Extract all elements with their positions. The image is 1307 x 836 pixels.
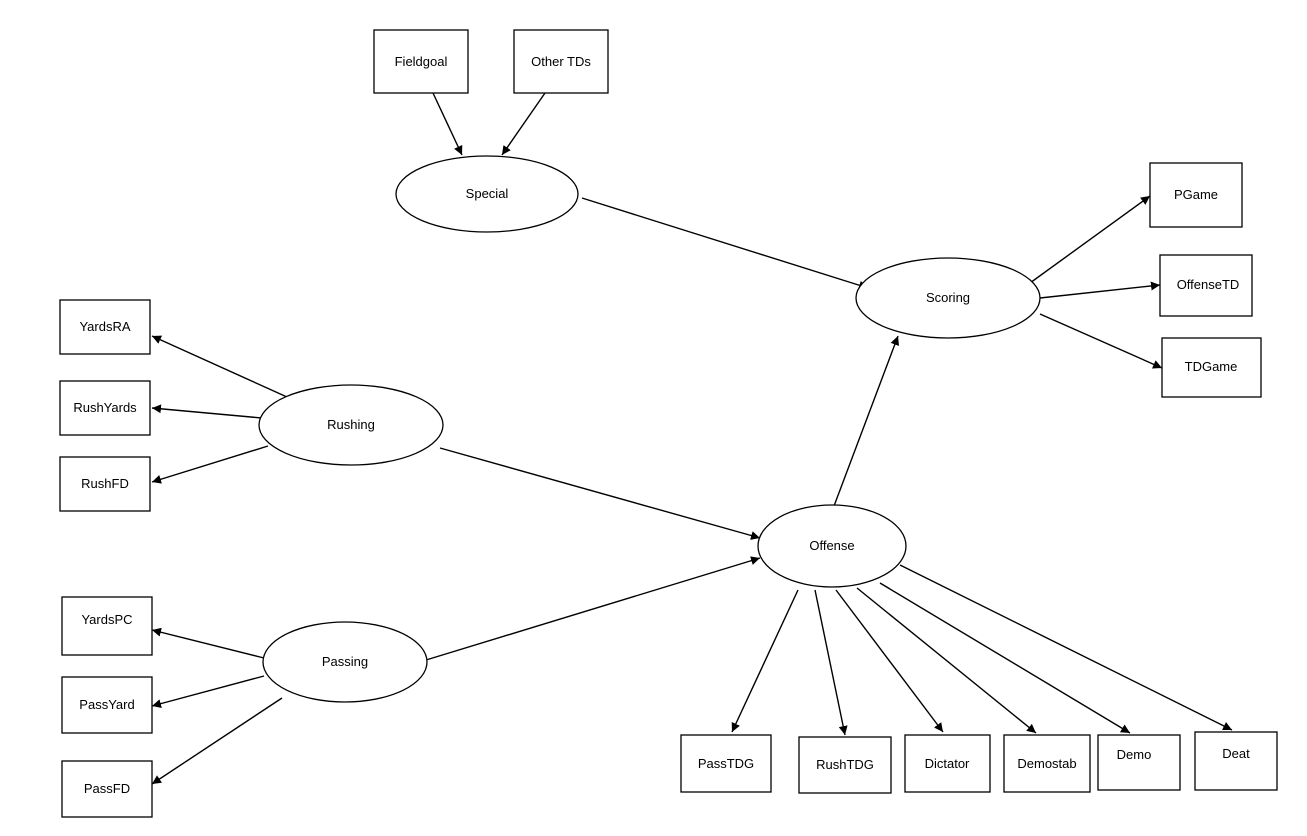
node-deat: Deat bbox=[1194, 731, 1278, 791]
edge-offense-deat bbox=[899, 564, 1233, 731]
edge-passing-passyard bbox=[151, 675, 265, 709]
node-demo-label: Demo bbox=[1117, 747, 1152, 762]
node-other-tds-label: Other TDs bbox=[531, 54, 591, 69]
edge-rushing-yardsra bbox=[151, 335, 288, 398]
edge-scoring-pgame bbox=[1029, 195, 1151, 284]
node-passfd-label: PassFD bbox=[84, 781, 130, 796]
node-yardsra: YardsRA bbox=[59, 299, 151, 355]
node-other-tds: Other TDs bbox=[513, 29, 609, 94]
node-demo: Demo bbox=[1097, 734, 1181, 791]
node-yardsra-label: YardsRA bbox=[79, 319, 130, 334]
node-offensetd: OffenseTD bbox=[1159, 254, 1253, 317]
node-passfd: PassFD bbox=[61, 760, 153, 818]
node-offense-label: Offense bbox=[809, 538, 854, 553]
node-yardspc: YardsPC bbox=[61, 596, 153, 656]
node-rushfd-label: RushFD bbox=[81, 476, 129, 491]
node-pgame: PGame bbox=[1149, 162, 1243, 228]
node-passtdg-label: PassTDG bbox=[698, 756, 754, 771]
node-passtdg: PassTDG bbox=[680, 734, 772, 793]
edge-special-scoring bbox=[581, 197, 869, 290]
node-special: Special bbox=[395, 155, 579, 233]
edge-offense-dictator bbox=[835, 589, 944, 733]
node-fieldgoal-label: Fieldgoal bbox=[395, 54, 448, 69]
node-deat-label: Deat bbox=[1222, 746, 1250, 761]
node-fieldgoal: Fieldgoal bbox=[373, 29, 469, 94]
node-passyard-label: PassYard bbox=[79, 697, 134, 712]
node-pgame-label: PGame bbox=[1174, 187, 1218, 202]
node-rushing: Rushing bbox=[258, 384, 444, 466]
edge-rushing-rushyards bbox=[151, 404, 263, 419]
node-rushtdg: RushTDG bbox=[798, 736, 892, 794]
edge-scoring-offensetd bbox=[1039, 281, 1161, 299]
node-rushing-label: Rushing bbox=[327, 417, 375, 432]
node-offensetd-label: OffenseTD bbox=[1177, 277, 1240, 292]
latent-nodes: Special Scoring Rushing Offense Passing bbox=[258, 155, 1041, 703]
node-special-label: Special bbox=[466, 186, 509, 201]
edges-layer bbox=[151, 92, 1233, 785]
node-dictator-label: Dictator bbox=[925, 756, 970, 771]
node-dictator: Dictator bbox=[904, 734, 991, 793]
edge-offense-demo bbox=[879, 582, 1131, 734]
node-passing: Passing bbox=[262, 621, 428, 703]
node-scoring-label: Scoring bbox=[926, 290, 970, 305]
node-rushfd: RushFD bbox=[59, 456, 151, 512]
edge-passing-passfd bbox=[151, 697, 283, 785]
edge-offense-passtdg bbox=[731, 589, 799, 733]
edge-offense-demostab bbox=[856, 587, 1037, 734]
node-tdgame-label: TDGame bbox=[1185, 359, 1238, 374]
node-tdgame: TDGame bbox=[1161, 337, 1262, 398]
node-demostab: Demostab bbox=[1003, 734, 1091, 793]
node-rushyards: RushYards bbox=[59, 380, 151, 436]
node-offense: Offense bbox=[757, 504, 907, 588]
node-scoring: Scoring bbox=[855, 257, 1041, 339]
observed-nodes: Fieldgoal Other TDs PGame OffenseTD TDGa… bbox=[59, 29, 1278, 818]
edge-other-tds-special bbox=[501, 92, 546, 156]
edge-fieldgoal-special bbox=[432, 92, 463, 156]
edge-offense-rushtdg bbox=[814, 589, 848, 736]
node-demostab-label: Demostab bbox=[1017, 756, 1076, 771]
edge-offense-scoring bbox=[833, 335, 900, 507]
edge-passing-offense bbox=[425, 556, 761, 661]
edge-rushing-offense bbox=[439, 447, 761, 540]
edge-passing-yardspc bbox=[151, 627, 265, 659]
node-rushyards-label: RushYards bbox=[73, 400, 137, 415]
node-rushtdg-label: RushTDG bbox=[816, 757, 874, 772]
node-yardspc-label: YardsPC bbox=[81, 612, 132, 627]
node-passing-label: Passing bbox=[322, 654, 368, 669]
node-passyard: PassYard bbox=[61, 676, 153, 734]
edge-rushing-rushfd bbox=[151, 445, 269, 484]
edge-scoring-tdgame bbox=[1039, 313, 1163, 369]
